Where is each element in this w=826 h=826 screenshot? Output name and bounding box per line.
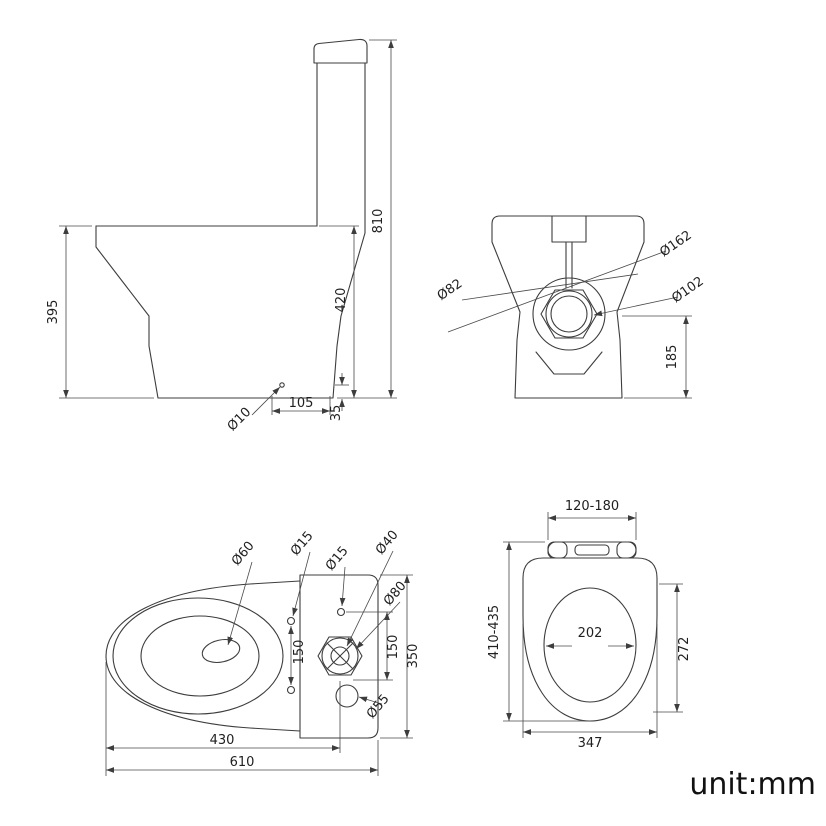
outlet-diameter-label: Ø82: [435, 276, 466, 304]
trapway-diameter-label: Ø60: [229, 539, 258, 569]
tank-lid-outline: [313, 38, 368, 64]
seat-hole-diameter-label-right: Ø15: [323, 544, 352, 574]
footer: unit:mm: [689, 767, 816, 802]
rear-outline: [491, 215, 645, 399]
leader-line: [292, 551, 311, 617]
base-keystone: [535, 351, 603, 375]
bowl-plan-outline: [105, 580, 301, 732]
hinge-damper: [574, 544, 610, 556]
leader-line: [346, 550, 394, 647]
hinge-bar: [547, 541, 637, 559]
side-view: 395 810 420 105 35 Ø10: [46, 38, 397, 435]
inlet-hole-diameter-label: Ø55: [364, 692, 393, 722]
water-spot-ellipse: [201, 638, 241, 664]
leader-line: [355, 601, 401, 650]
total-height-dim-label: 810: [371, 209, 386, 234]
leader-line: [251, 386, 281, 416]
flush-valve-circle: [330, 646, 350, 666]
seat-opening-ellipse: [543, 587, 637, 703]
mid-circle: [545, 290, 593, 338]
leader-line: [358, 696, 383, 705]
opening-width-label: 202: [578, 626, 603, 641]
leader-line: [447, 250, 667, 333]
seat-hole-spacing-label: 150: [292, 640, 307, 665]
tank-length-label: 350: [406, 644, 421, 669]
rim-height-dim-label: 420: [334, 288, 349, 313]
seat-view: 120-180 410-435 202 272 347: [487, 499, 692, 751]
unit-label: unit:mm: [689, 767, 816, 802]
fixing-hole: [279, 382, 285, 388]
inlet-hole: [335, 684, 359, 708]
outlet-offset-dim-label: 105: [289, 396, 314, 411]
fill-valve-box: [551, 215, 587, 243]
leader-line: [227, 561, 253, 646]
flush-valve-diameter-label: Ø40: [373, 528, 402, 558]
total-depth-label: 610: [230, 755, 255, 770]
seat-outer-outline: [522, 557, 658, 722]
rear-view: Ø162 Ø102 Ø82 185: [435, 215, 707, 399]
leader-line: [339, 566, 346, 607]
outlet-circle: [550, 295, 588, 333]
small-hole: [336, 607, 346, 617]
seat-width-label: 347: [578, 736, 603, 751]
bowl-height-dim-label: 395: [46, 300, 61, 325]
mid-diameter-label: Ø102: [669, 274, 706, 306]
seat-hole-top: [286, 616, 296, 626]
outlet-center-height-label: 185: [665, 345, 680, 370]
flush-valve-outer-diameter-label: Ø80: [381, 579, 410, 609]
opening-length-label: 272: [677, 637, 692, 662]
rim-outer-ellipse: [112, 597, 284, 715]
flush-valve-outer-circle: [321, 637, 359, 675]
outlet-hexagon: [540, 289, 598, 339]
flange-diameter-label: Ø162: [657, 228, 694, 260]
valve-cross-line: [326, 642, 354, 670]
bowl-profile-outline: [95, 225, 366, 399]
tank-plan-outline: [299, 574, 379, 739]
valve-hole-spacing-label: 150: [386, 635, 401, 660]
outlet-height-dim-label: 35: [329, 405, 344, 422]
seat-hole-bottom: [286, 685, 296, 695]
leader-line: [593, 296, 679, 317]
fixing-hole-diameter-label: Ø10: [225, 405, 255, 435]
seat-hole-diameter-label-left: Ø15: [288, 529, 317, 559]
seat-length-range-label: 410-435: [487, 605, 502, 659]
rim-inner-ellipse: [140, 615, 260, 697]
leader-line: [461, 273, 639, 301]
bowl-projection-label: 430: [210, 733, 235, 748]
flange-circle: [532, 277, 606, 351]
hinge-spacing-range-label: 120-180: [565, 499, 619, 514]
plan-view: Ø60 Ø15 Ø15 Ø40 Ø80 Ø55 150 150 350 430 …: [105, 528, 421, 776]
